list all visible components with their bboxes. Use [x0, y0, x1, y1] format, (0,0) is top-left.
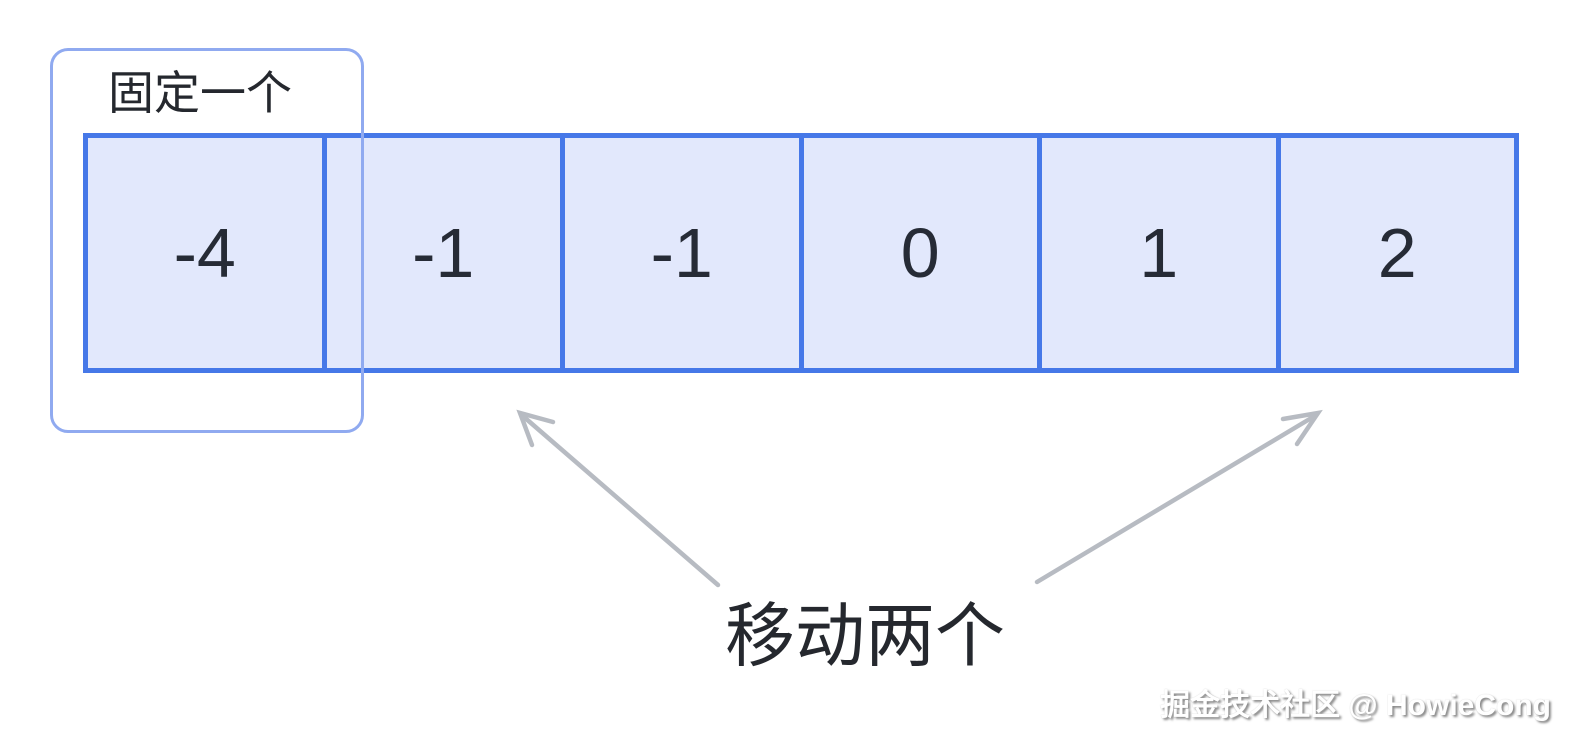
array-row: -4 -1 -1 0 1 2 — [83, 133, 1519, 373]
cell-value: 1 — [1139, 214, 1179, 292]
array-cell: 1 — [1037, 133, 1281, 373]
arrow-to-second-cell-icon — [516, 409, 721, 588]
watermark: 掘金技术社区 @ HowieCong — [1160, 689, 1551, 722]
fixed-label: 固定一个 — [108, 67, 292, 119]
cell-value: 0 — [900, 214, 940, 292]
arrow-to-fifth-cell-icon — [1034, 409, 1323, 585]
cell-value: -1 — [412, 214, 475, 292]
array-cell: 2 — [1275, 133, 1519, 373]
array-cell: 0 — [798, 133, 1042, 373]
cell-value: 2 — [1377, 214, 1417, 292]
cell-value: -1 — [650, 214, 713, 292]
cell-value: -4 — [173, 214, 236, 292]
array-cell: -4 — [83, 133, 327, 373]
array-cell: -1 — [560, 133, 804, 373]
move-label: 移动两个 — [725, 597, 1005, 675]
array-cell: -1 — [321, 133, 565, 373]
